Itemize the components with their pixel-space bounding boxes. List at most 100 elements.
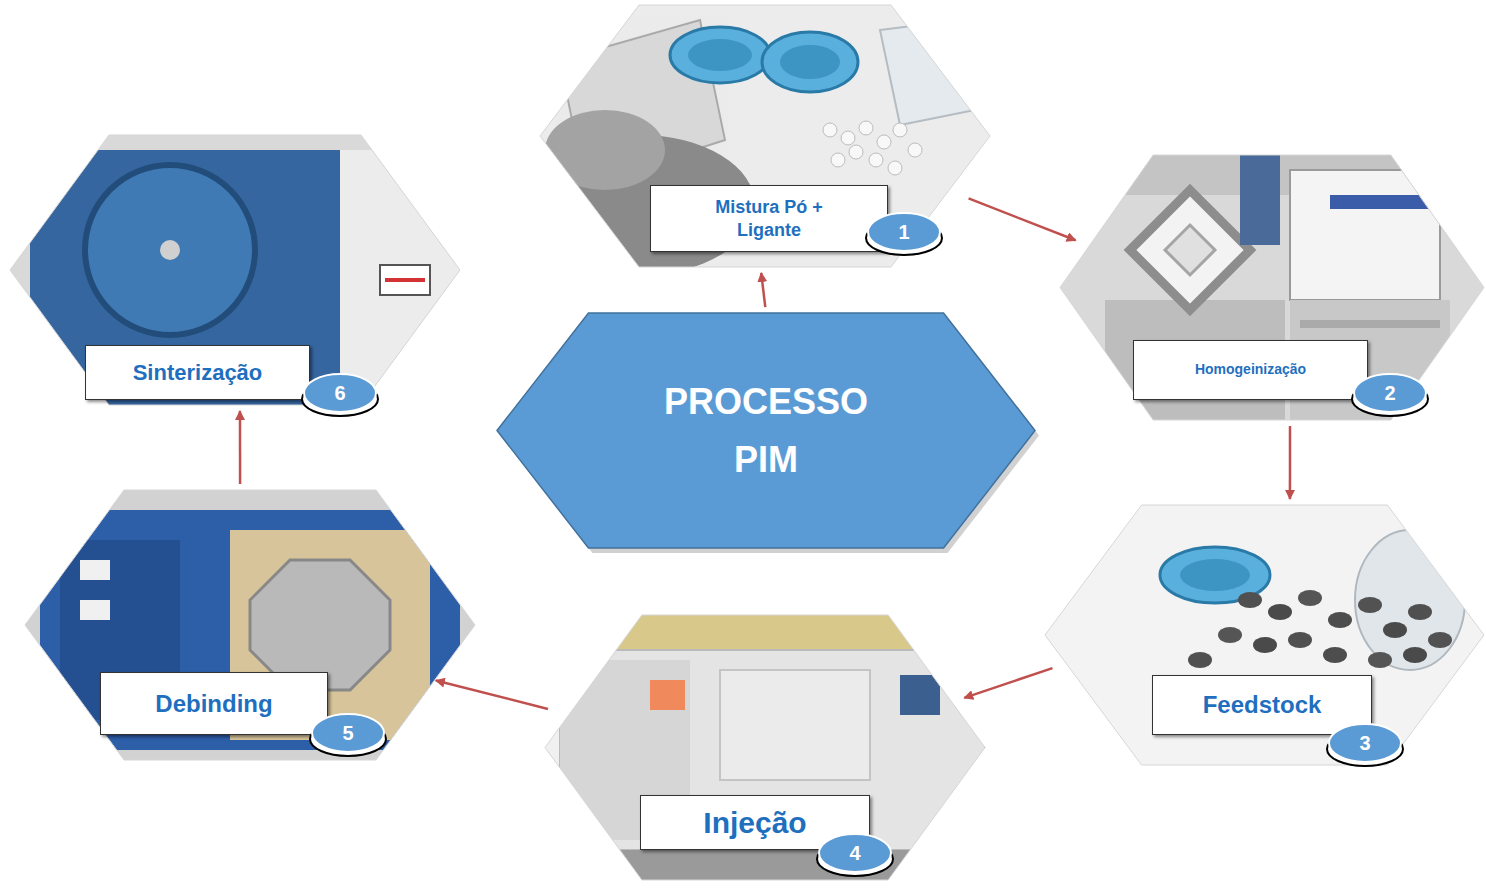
hexagon-outline (1045, 505, 1484, 765)
central-hexagon: PROCESSO PIM (497, 313, 1035, 548)
feedstock-photo (1323, 647, 1347, 663)
mixer-photo (1060, 150, 1484, 420)
badge-text-area: 2 (1350, 372, 1430, 414)
powder-binder-photo (908, 143, 922, 157)
hexagon-outline (25, 490, 475, 760)
step-label: Mistura Pó + Ligante (689, 196, 849, 241)
mixer-photo (1330, 195, 1430, 209)
injection-machine-photo (560, 650, 985, 850)
flow-arrow (761, 273, 765, 307)
feedstock-photo (1408, 604, 1432, 620)
process-step: Sinterização 6 (10, 135, 460, 405)
step-number: 3 (1325, 722, 1405, 768)
sintering-furnace-photo (160, 240, 180, 260)
powder-binder-photo (670, 27, 770, 83)
powder-binder-photo (888, 161, 902, 175)
powder-binder-photo (525, 5, 990, 275)
badge-text-area: 3 (1325, 722, 1405, 764)
badge-text-area: 6 (300, 372, 380, 414)
center-title: PROCESSO PIM (646, 373, 886, 488)
debinding-oven-photo (70, 500, 100, 520)
feedstock-photo (1045, 505, 1484, 765)
hexagon-outline (540, 5, 990, 267)
badge-circle (1329, 724, 1401, 762)
debinding-oven-photo (40, 510, 460, 750)
injection-machine-photo (900, 675, 940, 715)
powder-binder-photo (893, 123, 907, 137)
process-step: Homogeinização 2 (1060, 155, 1484, 420)
step-number: 4 (815, 832, 895, 878)
mixer-photo (1240, 150, 1280, 245)
badge-circle (819, 834, 891, 872)
feedstock-photo (1288, 632, 1312, 648)
process-step: Mistura Pó + Ligante 1 (540, 5, 990, 267)
callout-number: 1 (898, 221, 909, 243)
callout-number: 6 (334, 382, 345, 404)
center-outline (497, 313, 1035, 548)
badge-text-area: 4 (815, 832, 895, 874)
flow-arrow (1289, 426, 1292, 499)
badge-text-area: 5 (308, 712, 388, 754)
step-label: Sinterização (133, 359, 263, 387)
hexagon-outline (10, 135, 460, 405)
callout-number: 4 (849, 842, 860, 864)
powder-binder-photo (849, 145, 863, 159)
feedstock-photo (1268, 604, 1292, 620)
injection-machine-photo (650, 680, 685, 710)
feedstock-photo (1218, 627, 1242, 643)
debinding-oven-photo (250, 560, 390, 690)
step-number: 2 (1350, 372, 1430, 418)
mixer-photo (1130, 190, 1250, 310)
step-label-box: Debinding (100, 672, 328, 735)
feedstock-photo (1045, 505, 1484, 765)
feedstock-photo (1368, 652, 1392, 668)
step-label: Debinding (155, 689, 272, 719)
injection-machine-photo (545, 850, 985, 880)
sintering-furnace-photo (85, 165, 255, 335)
step-label: Feedstock (1203, 690, 1322, 720)
debinding-oven-photo (80, 560, 110, 580)
flow-arrow (964, 668, 1052, 698)
sintering-furnace-photo (380, 265, 430, 295)
feedstock-photo (1355, 530, 1465, 670)
powder-binder-photo (823, 123, 837, 137)
step-number: 1 (864, 211, 944, 257)
injection-machine-photo (720, 670, 870, 780)
feedstock-photo (1298, 590, 1322, 606)
feedstock-photo (1253, 637, 1277, 653)
badge-circle (312, 714, 384, 752)
sintering-furnace-photo (10, 135, 460, 405)
badge-circle (1354, 374, 1426, 412)
flow-arrow (969, 198, 1076, 240)
badge-text-area: 1 (864, 211, 944, 253)
process-step: Debinding 5 (25, 490, 475, 760)
powder-binder-photo (841, 131, 855, 145)
debinding-oven-photo (25, 490, 475, 760)
callout-number: 2 (1384, 382, 1395, 404)
feedstock-photo (1383, 622, 1407, 638)
step-number: 5 (308, 712, 388, 758)
feedstock-photo (1180, 559, 1250, 591)
badge-circle (304, 374, 376, 412)
injection-machine-photo (545, 615, 985, 880)
powder-binder-photo (831, 153, 845, 167)
feedstock-photo (1238, 592, 1262, 608)
badge-circle (868, 213, 940, 251)
powder-binder-photo (877, 135, 891, 149)
step-number: 6 (300, 372, 380, 418)
sintering-furnace-photo (385, 278, 425, 282)
feedstock-photo (1428, 632, 1452, 648)
step-label-box: Sinterização (85, 345, 310, 400)
sintering-furnace-photo (10, 135, 460, 405)
feedstock-photo (1358, 597, 1382, 613)
process-step: Injeção 4 (545, 615, 985, 880)
hexagon-outline (1060, 155, 1484, 420)
flow-arrow (436, 680, 548, 708)
step-label: Injeção (703, 804, 806, 842)
step-label: Homogeinização (1195, 361, 1306, 379)
callout-number: 3 (1359, 732, 1370, 754)
powder-binder-photo (859, 121, 873, 135)
debinding-oven-photo (80, 600, 110, 620)
callout-number: 5 (342, 722, 353, 744)
